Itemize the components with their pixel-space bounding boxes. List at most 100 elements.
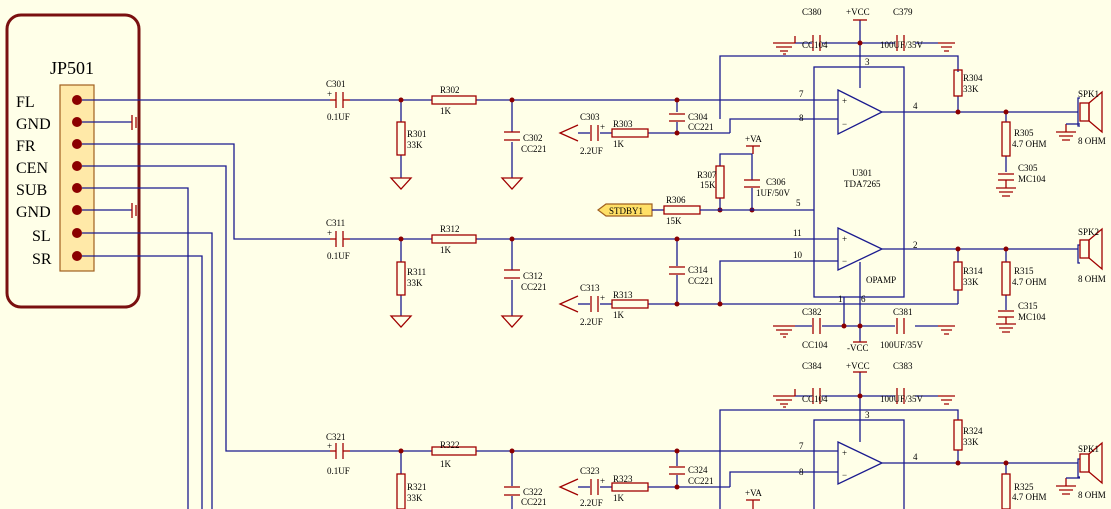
ic-u301-ch3 (813, 419, 905, 509)
label-c324: C324 (688, 465, 708, 475)
pin-11: 11 (793, 228, 802, 238)
label-r311: R311 (407, 267, 426, 277)
value-r313: 1K (613, 310, 625, 320)
label-r313: R313 (613, 290, 633, 300)
label-spk2: SPK2 (1078, 227, 1099, 237)
value-spk1: 8 OHM (1078, 136, 1106, 146)
plus-c301: + (327, 89, 332, 99)
res-r302 (431, 95, 477, 105)
label-c380: C380 (802, 7, 822, 17)
label-u301: U301 (852, 168, 872, 178)
op3-plus: + (842, 448, 847, 458)
value-c324: CC221 (688, 476, 714, 486)
cap-c379 (896, 35, 905, 51)
value-c384: CC104 (802, 394, 828, 404)
plus-c321: + (327, 441, 332, 451)
value-r311: 33K (407, 278, 423, 288)
value-c381: 100UF/35V (880, 340, 924, 350)
connector-pin-dots (72, 95, 82, 261)
label-c311: C311 (326, 218, 345, 228)
cap-c303 (590, 125, 599, 141)
cap-c321 (330, 443, 350, 459)
res-r313 (611, 299, 649, 309)
op3-minus: − (842, 470, 847, 480)
pin-10: 10 (793, 250, 803, 260)
label-r314: R314 (963, 266, 983, 276)
gnd-c323 (558, 478, 579, 496)
label-c303: C303 (580, 112, 600, 122)
res-r314 (953, 261, 963, 291)
label-vcc1: +VCC (846, 7, 870, 17)
value-c304: CC221 (688, 122, 714, 132)
value-c313: 2.2UF (580, 317, 603, 327)
label-c302: C302 (523, 133, 543, 143)
label-c315: C315 (1018, 301, 1038, 311)
value-c383: 100UF/35V (880, 394, 924, 404)
pin-numbers: 3 7 8 4 5 11 10 2 1 6 (793, 57, 918, 304)
label-spk1b: SPK1 (1078, 444, 1099, 454)
pin-label-sub: SUB (16, 182, 47, 199)
res-r322 (431, 446, 477, 456)
label-r306: R306 (666, 195, 686, 205)
res-r304 (953, 69, 963, 97)
value-r301: 33K (407, 140, 423, 150)
gnd-r311 (389, 315, 413, 328)
value-spk1b: 8 OHM (1078, 490, 1106, 500)
label-r305: R305 (1014, 128, 1034, 138)
value-c379: 100UF/35V (880, 40, 924, 50)
res-r305 (1001, 121, 1011, 157)
value-c305: MC104 (1018, 174, 1046, 184)
label-c301: C301 (326, 79, 346, 89)
opamp-2-icon (837, 226, 884, 272)
connector-wires (82, 99, 330, 509)
res-r306 (663, 205, 701, 215)
value-r302: 1K (440, 106, 452, 116)
res-r321 (396, 473, 406, 509)
junctions-ch2 (398, 236, 1009, 329)
gnd-c313 (558, 295, 579, 313)
label-c323: C323 (580, 466, 600, 476)
op1-minus: − (842, 119, 847, 129)
pin-3a: 3 (865, 57, 870, 67)
res-r311 (396, 261, 406, 296)
value-r324: 33K (963, 437, 979, 447)
cap-c304 (669, 113, 685, 122)
label-c321: C321 (326, 432, 346, 442)
value-r303: 1K (613, 139, 625, 149)
connector-gnd-symbols (131, 115, 137, 218)
pin-label-cen: CEN (16, 160, 48, 177)
cap-c313 (590, 296, 599, 312)
pin-label-fl: FL (16, 94, 35, 111)
value-c382: CC104 (802, 340, 828, 350)
label-r322: R322 (440, 440, 460, 450)
gnd-c383 (938, 395, 955, 405)
cap-c323 (590, 479, 599, 495)
pin-4a: 4 (913, 101, 918, 111)
gnd-c380 (773, 36, 796, 55)
connector-ref: JP501 (50, 58, 94, 78)
res-r325 (1001, 473, 1011, 509)
value-c323: 2.2UF (580, 498, 603, 508)
label-c322: C322 (523, 487, 543, 497)
label-c313: C313 (580, 283, 600, 293)
label-r307: R307 (697, 170, 717, 180)
label-spk1: SPK1 (1078, 89, 1099, 99)
value-r322: 1K (440, 459, 452, 469)
cap-c324 (669, 466, 685, 475)
label-r325: R325 (1014, 482, 1034, 492)
label-r321: R321 (407, 482, 427, 492)
label-va1: +VA (745, 134, 762, 144)
label-c304: C304 (688, 112, 708, 122)
ic-u301: U301 TDA7265 OPAMP (813, 66, 905, 298)
cap-c383 (896, 388, 905, 404)
value-r305: 4.7 OHM (1012, 139, 1047, 149)
cap-c302 (504, 131, 520, 141)
gnd-c382 (773, 325, 795, 338)
label-stdby: STDBY1 (609, 206, 643, 216)
value-r306: 15K (666, 216, 682, 226)
cap-c314 (669, 266, 685, 275)
label-c306: C306 (766, 177, 786, 187)
speaker-spk1b-icon (1056, 441, 1103, 495)
res-r312 (431, 234, 477, 244)
label-r312: R312 (440, 224, 460, 234)
